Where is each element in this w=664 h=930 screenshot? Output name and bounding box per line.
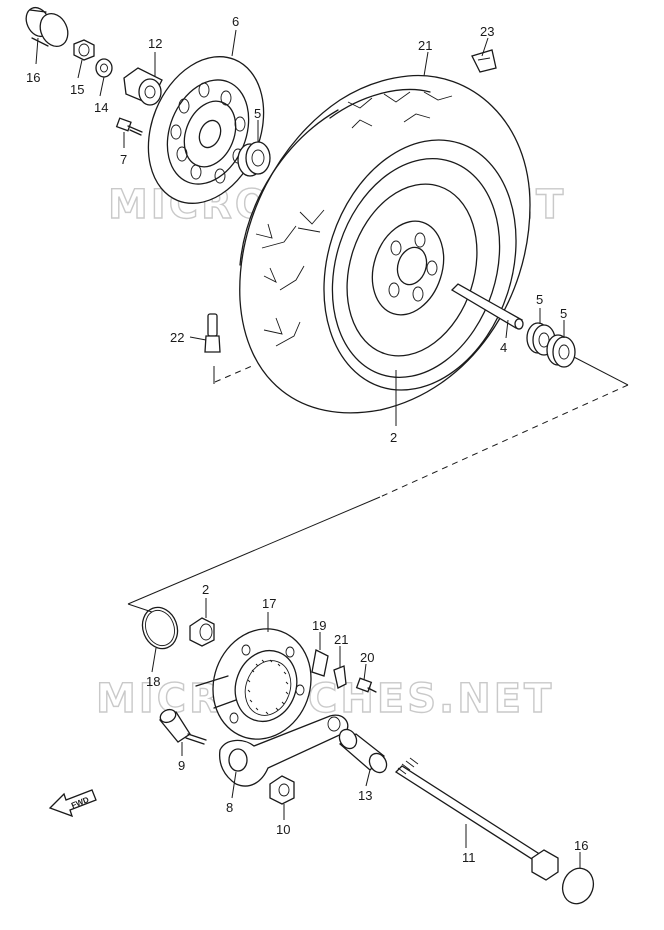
part-10-nut xyxy=(269,775,295,805)
callout-2: 2 xyxy=(202,582,209,597)
part-21-clip xyxy=(333,665,347,689)
callout-15: 15 xyxy=(70,82,84,97)
callout-10: 10 xyxy=(276,822,290,837)
callout-11: 11 xyxy=(462,850,476,865)
callout-22: 21 xyxy=(418,38,432,53)
callout-8: 8 xyxy=(226,800,233,815)
part-18-o-ring xyxy=(141,606,179,650)
callout-16-bottom: 16 xyxy=(574,838,588,853)
callout-18: 18 xyxy=(146,674,160,689)
callout-13: 13 xyxy=(358,788,372,803)
fwd-arrow-icon: FWD xyxy=(48,789,97,818)
part-13-collar xyxy=(338,728,388,774)
part-15-nut xyxy=(73,39,95,61)
callout-5-left: 5 xyxy=(536,292,543,307)
callout-1: 2 xyxy=(390,430,397,445)
leader-lines xyxy=(35,29,581,868)
part-11-axle xyxy=(394,757,559,881)
part-4-bearing xyxy=(237,141,271,177)
callout-21: 21 xyxy=(334,632,348,647)
part-17-hub-carrier xyxy=(195,628,312,740)
part-3-axle-spacer xyxy=(450,283,524,330)
part-9-pin xyxy=(158,708,207,745)
callout-5-right: 5 xyxy=(560,306,567,321)
part-5-bearing-right xyxy=(546,334,576,368)
part-20-bolt xyxy=(355,677,377,693)
callout-6: 6 xyxy=(232,14,239,29)
callout-3: 4 xyxy=(500,340,507,355)
part-7-bolt xyxy=(115,117,143,136)
part-2-nut xyxy=(189,617,215,647)
callout-9: 9 xyxy=(178,758,185,773)
callout-24: 23 xyxy=(480,24,494,39)
part-24-clip xyxy=(471,49,497,73)
callout-17: 17 xyxy=(262,596,276,611)
part-1-wheel-rim xyxy=(323,139,517,391)
part-12-collar xyxy=(123,67,163,106)
callout-19: 19 xyxy=(312,618,326,633)
assembly-guide-lines xyxy=(127,354,629,613)
part-23-valve xyxy=(204,313,221,353)
callout-7: 7 xyxy=(120,152,127,167)
part-16-cap-bottom xyxy=(561,867,595,905)
callout-16-top: 16 xyxy=(26,70,40,85)
callout-20: 20 xyxy=(360,650,374,665)
callout-23: 22 xyxy=(170,330,184,345)
part-19-clip xyxy=(311,649,329,677)
part-16-cap-top xyxy=(25,6,69,48)
callout-numbers: 16 15 14 7 12 6 5 21 23 22 2 4 5 5 2 17 … xyxy=(26,14,588,865)
callout-4: 5 xyxy=(254,106,261,121)
part-14-washer xyxy=(95,58,113,78)
callout-12: 12 xyxy=(148,36,162,51)
callout-14: 14 xyxy=(94,100,108,115)
